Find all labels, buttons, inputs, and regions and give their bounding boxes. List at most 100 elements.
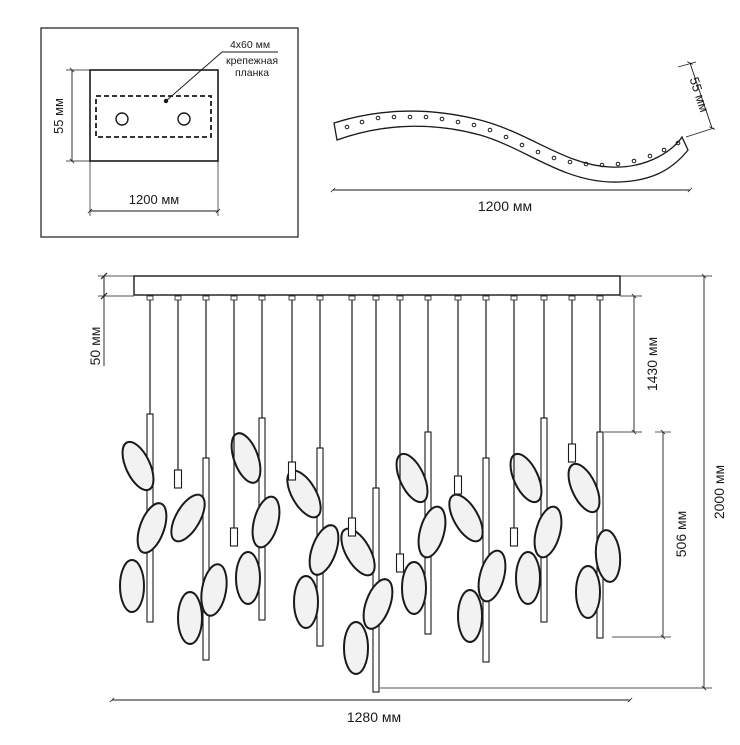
canopy-height-label: 55 мм	[687, 75, 712, 114]
cable-cap	[316, 295, 324, 301]
cable-cap	[482, 295, 490, 301]
canopy-hole	[599, 162, 605, 168]
mount-detail-panel: 4x60 мм крепежная планка 55 мм 1200 мм	[40, 27, 299, 238]
short-light-tube	[287, 461, 297, 481]
canopy-hole	[359, 119, 365, 125]
canopy-hole	[455, 119, 461, 125]
plate-name-line1: крепежная	[226, 55, 278, 67]
mounting-plate-outline	[95, 95, 212, 138]
canopy-base-outline	[89, 69, 219, 162]
glass-leaf	[575, 565, 601, 619]
canopy-height-ext-bottom	[685, 127, 715, 138]
detail-height-label: 55 мм	[51, 98, 66, 134]
front-elevation: 50 мм 1430 мм 506 мм 2000 мм 1280 мм	[87, 272, 727, 725]
canopy-hole	[661, 147, 667, 153]
glass-leaf	[340, 527, 376, 577]
cable-cap	[288, 295, 296, 301]
cable-cap	[348, 295, 356, 301]
canopy-width-label: 1200 мм	[478, 198, 532, 214]
glass-leaf	[308, 524, 340, 576]
pendant-rod	[202, 457, 210, 661]
canopy-hole	[519, 142, 525, 148]
glass-leaf	[136, 502, 168, 554]
cable-cap	[372, 295, 380, 301]
glass-leaf	[477, 549, 507, 603]
canopy-hole	[407, 114, 413, 120]
canopy-height-dim-label: 50 мм	[87, 327, 103, 366]
wave-canopy-outline	[333, 110, 689, 183]
cable-cap	[596, 295, 604, 301]
glass-leaf	[170, 493, 206, 543]
glass-leaf	[457, 589, 483, 643]
glass-leaf	[119, 559, 145, 613]
canopy-hole	[647, 153, 653, 159]
canopy-hole	[487, 127, 493, 133]
glass-leaf	[177, 591, 203, 645]
canopy-hole	[615, 161, 621, 167]
glass-leaf	[362, 578, 394, 630]
tick-mark	[100, 272, 108, 280]
glass-leaf	[121, 440, 155, 492]
cable-cap	[230, 295, 238, 301]
cable-cap	[454, 295, 462, 301]
short-light-tube	[173, 469, 183, 489]
canopy-holes	[344, 114, 681, 168]
total-width-dim-label: 1280 мм	[347, 709, 401, 725]
pendant-group	[119, 295, 622, 693]
canopy-hole	[344, 124, 350, 130]
canopy-hole	[535, 149, 541, 155]
glass-leaf	[230, 432, 262, 484]
cable-cap	[396, 295, 404, 301]
mounting-hole-right	[177, 112, 191, 126]
cable-cap	[568, 295, 576, 301]
canopy-hole	[567, 159, 573, 165]
cable-cap	[174, 295, 182, 301]
glass-leaf	[235, 551, 261, 605]
canopy-hole	[503, 134, 509, 140]
canopy-hole	[631, 158, 637, 164]
glass-leaf	[448, 493, 484, 543]
total-height-dim-label: 2000 мм	[711, 465, 727, 519]
canopy-hole	[583, 161, 589, 167]
glass-leaf	[567, 462, 601, 514]
canopy-bar	[133, 275, 621, 296]
cable-cap	[146, 295, 154, 301]
short-light-tube	[509, 527, 519, 547]
glass-leaf	[200, 563, 228, 617]
canopy-hole	[391, 114, 397, 120]
tick-mark	[100, 292, 108, 300]
glass-leaf	[594, 529, 622, 583]
canopy-hole	[471, 122, 477, 128]
glass-leaf	[515, 551, 541, 605]
pendant-dim-label: 506 мм	[673, 511, 689, 558]
canopy-hole	[439, 116, 445, 122]
short-light-tube	[347, 517, 357, 537]
plate-size-label: 4x60 мм	[230, 39, 270, 51]
canopy-hole	[375, 115, 381, 121]
canopy-hole	[551, 155, 557, 161]
cable-cap	[202, 295, 210, 301]
glass-leaf	[401, 561, 427, 615]
canopy-hole	[423, 114, 429, 120]
glass-leaf	[395, 452, 429, 504]
glass-leaf	[343, 621, 369, 675]
short-light-tube	[567, 443, 577, 463]
glass-leaf	[509, 452, 543, 504]
canopy-shape-view: 1200 мм 55 мм	[330, 61, 715, 214]
cable-cap	[510, 295, 518, 301]
canopy-height-dimension-line	[687, 61, 715, 130]
cable-cap	[258, 295, 266, 301]
short-light-tube	[395, 553, 405, 573]
plate-leader-line	[165, 51, 278, 102]
glass-leaf	[293, 575, 319, 629]
canopy-height-ext-top	[677, 61, 697, 68]
cable-dim-label: 1430 мм	[644, 337, 660, 391]
short-light-tube	[229, 527, 239, 547]
glass-leaf	[417, 505, 447, 559]
plate-name-line2: планка	[235, 67, 269, 79]
mounting-hole-left	[115, 112, 129, 126]
glass-leaf	[533, 505, 563, 559]
detail-width-label: 1200 мм	[129, 192, 179, 207]
